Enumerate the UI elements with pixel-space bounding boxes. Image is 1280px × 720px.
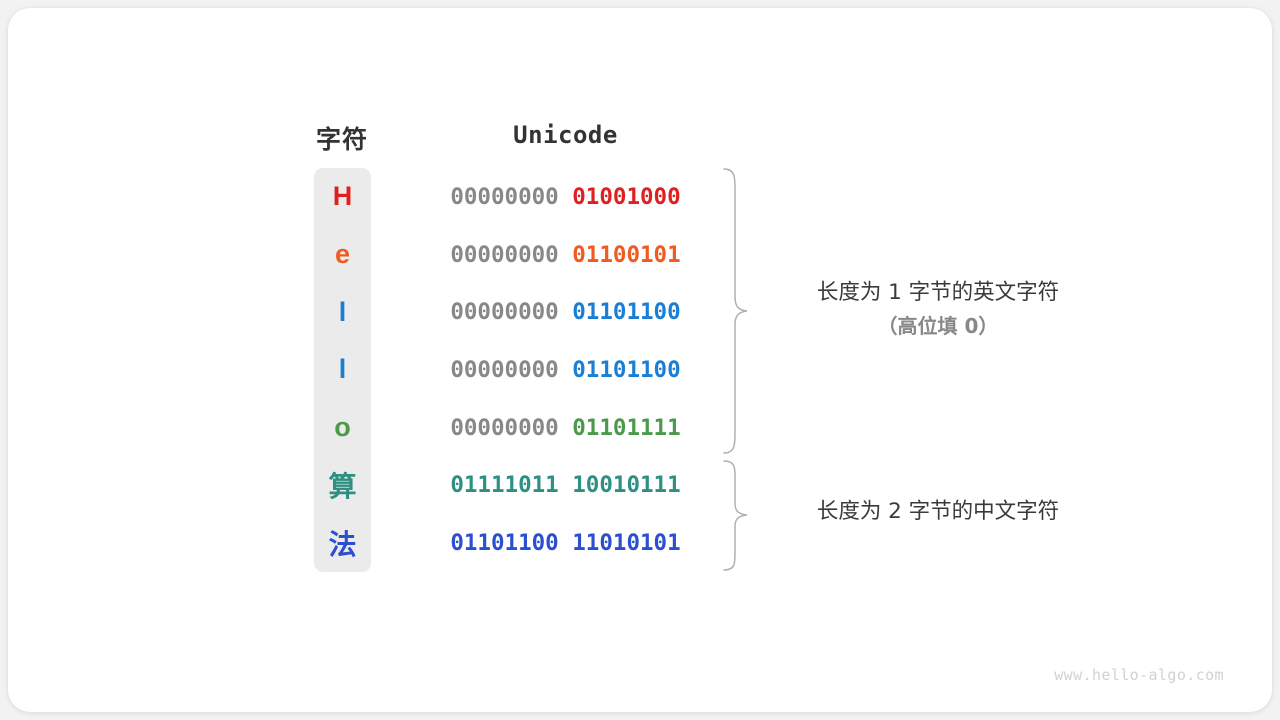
byte-separator: [559, 472, 573, 498]
binary-high-byte: 00000000: [450, 414, 559, 441]
watermark-url: www.hello-algo.com: [1054, 666, 1224, 684]
annotation-english-sub: （高位填 0）: [877, 314, 999, 339]
binary-high-byte: 00000000: [450, 299, 559, 326]
binary-row: 00000000 01101100: [413, 283, 718, 341]
character-glyph: e: [334, 239, 351, 270]
character-cell: e: [314, 226, 371, 284]
binary-high-byte: 00000000: [450, 356, 559, 383]
binary-high-byte: 00000000: [450, 183, 559, 210]
binary-low-byte: 01100101: [572, 241, 681, 268]
character-cell: 法: [314, 514, 371, 572]
binary-row: 00000000 01001000: [413, 168, 718, 226]
character-cell: o: [314, 399, 371, 457]
binary-low-byte: 10010111: [572, 472, 681, 499]
binary-high-byte: 01101100: [450, 530, 559, 557]
column-header-character: 字符: [315, 126, 368, 154]
binary-row: 00000000 01101111: [413, 399, 718, 457]
binary-low-byte: 01101111: [572, 414, 681, 441]
column-header-unicode: Unicode: [513, 121, 618, 149]
annotation-english: 长度为 1 字节的英文字符 （高位填 0）: [768, 276, 1108, 342]
byte-separator: [559, 299, 573, 325]
byte-separator: [559, 357, 573, 383]
binary-low-byte: 01101100: [572, 299, 681, 326]
character-glyph: 法: [328, 529, 357, 561]
character-glyph: 算: [328, 471, 357, 503]
character-glyph: l: [338, 296, 347, 327]
brace-english-group: [723, 168, 748, 454]
binary-high-byte: 00000000: [450, 241, 559, 268]
character-cell: l: [314, 283, 371, 341]
binary-row: 00000000 01101100: [413, 341, 718, 399]
character-glyph: o: [334, 412, 351, 443]
byte-separator: [559, 530, 573, 556]
annotation-english-main: 长度为 1 字节的英文字符: [816, 280, 1060, 305]
byte-separator: [559, 242, 573, 268]
annotation-chinese-main: 长度为 2 字节的中文字符: [816, 499, 1060, 524]
binary-low-byte: 01001000: [572, 183, 681, 210]
binary-low-byte: 11010101: [572, 530, 681, 557]
character-cell: H: [314, 168, 371, 226]
character-glyph: l: [338, 354, 347, 385]
binary-low-byte: 01101100: [572, 356, 681, 383]
character-cell: 算: [314, 457, 371, 515]
byte-separator: [559, 415, 573, 441]
annotation-chinese: 长度为 2 字节的中文字符: [768, 495, 1108, 529]
character-glyph: H: [332, 181, 353, 212]
brace-chinese-group: [723, 460, 748, 571]
byte-separator: [559, 184, 573, 210]
binary-row: 01111011 10010111: [413, 457, 718, 515]
binary-row: 01101100 11010101: [413, 514, 718, 572]
binary-row: 00000000 01100101: [413, 226, 718, 284]
binary-high-byte: 01111011: [450, 472, 559, 499]
character-cell: l: [314, 341, 371, 399]
